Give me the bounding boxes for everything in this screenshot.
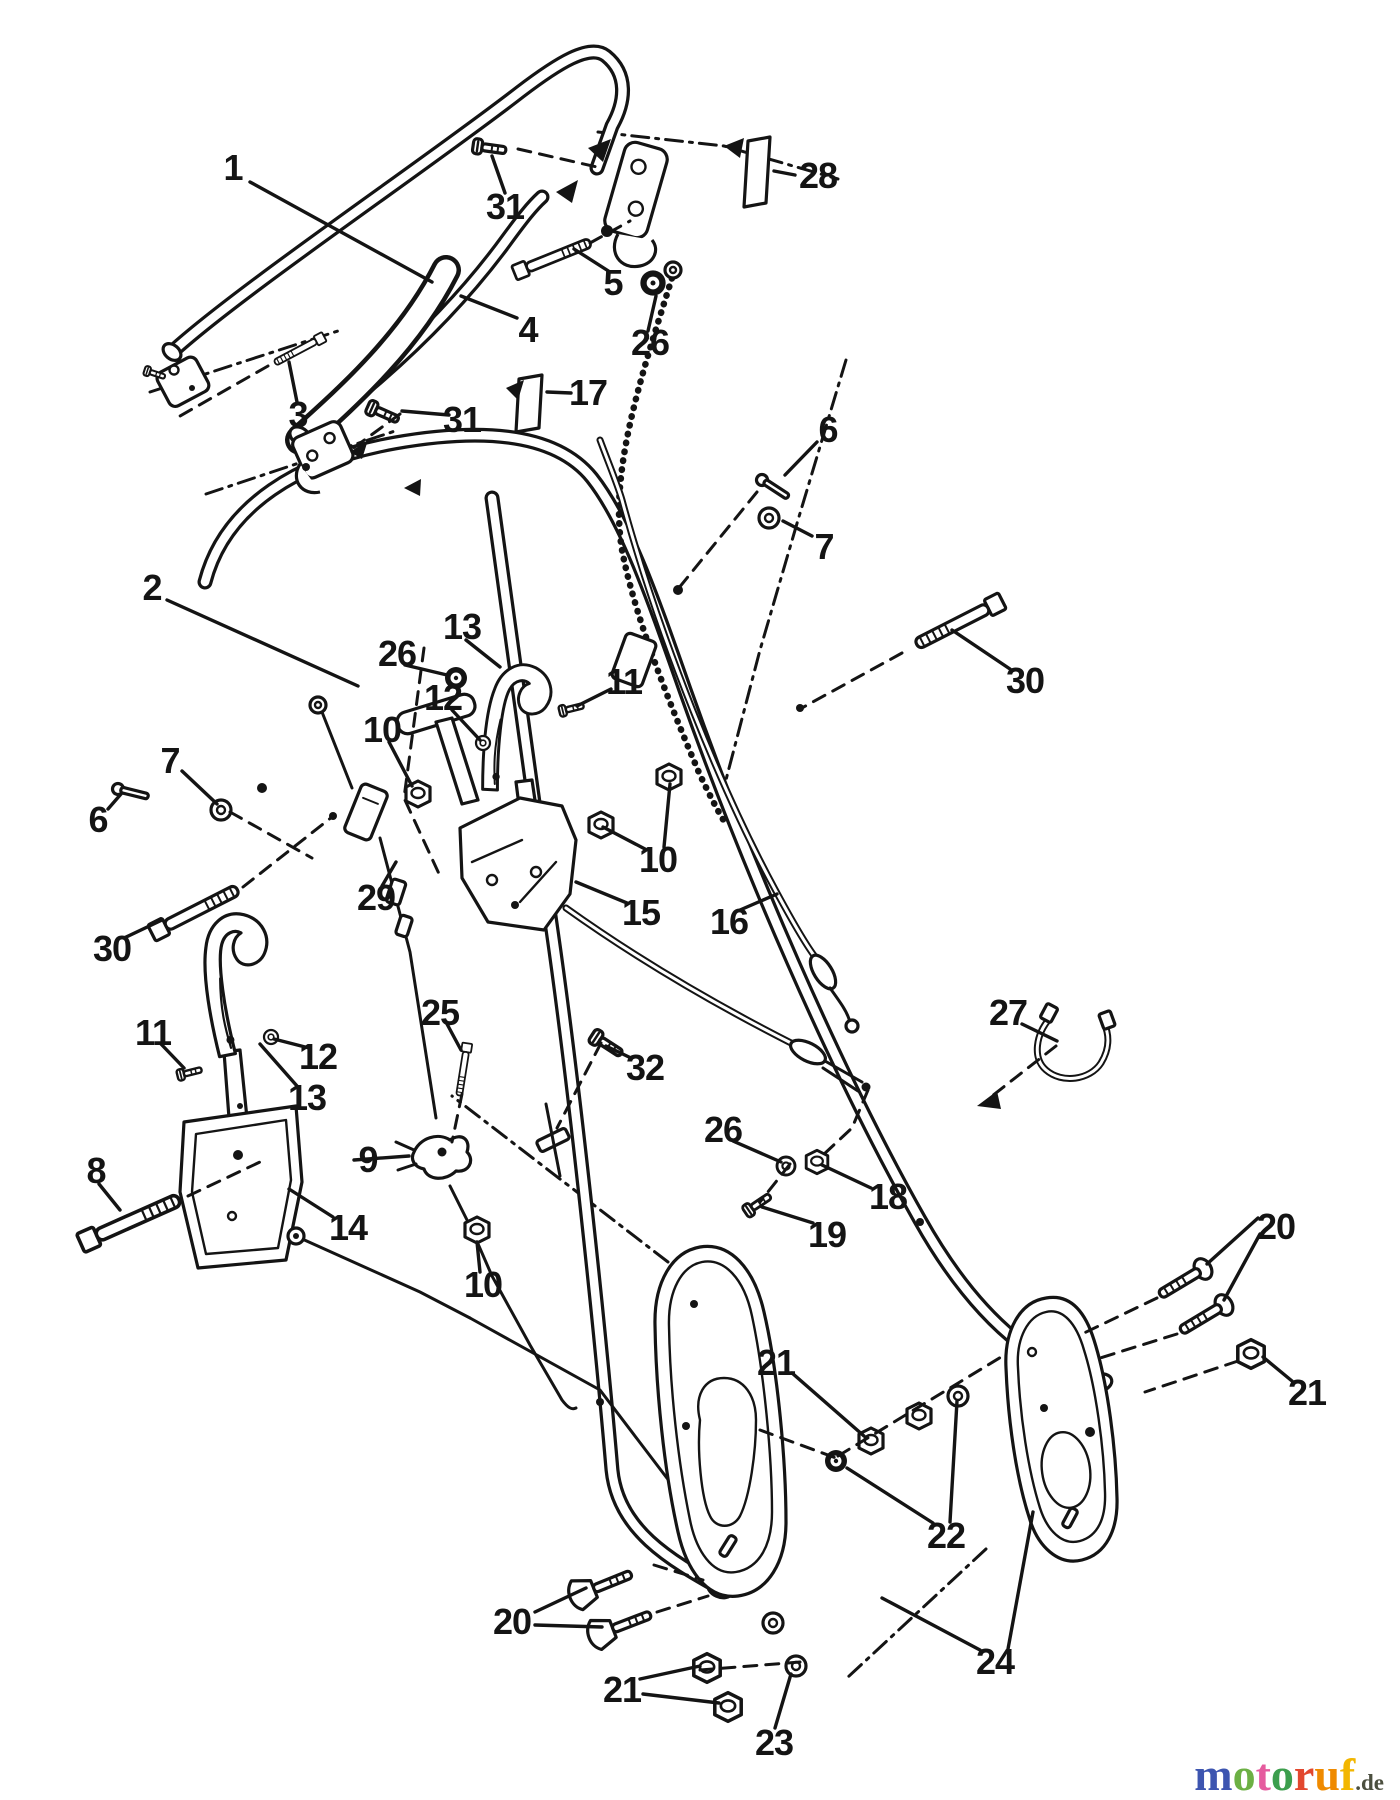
upper-handle-clamp: [601, 140, 669, 269]
part-callout-21: 21: [1287, 1372, 1327, 1413]
part-callout-20: 20: [492, 1601, 532, 1642]
part-callout-24: 24: [975, 1641, 1015, 1682]
motoruf-wordmark: motoruf: [1194, 1749, 1355, 1800]
part-callout-17: 17: [568, 372, 608, 413]
part-callout-20: 20: [1256, 1206, 1296, 1247]
part-callout-10: 10: [362, 709, 402, 750]
part-callout-30: 30: [92, 928, 132, 969]
part-callout-31: 31: [485, 186, 525, 227]
part-callout-2: 2: [142, 567, 162, 608]
part-callout-21: 21: [602, 1669, 642, 1710]
part-callout-9: 9: [358, 1139, 378, 1180]
part-callout-26: 26: [630, 322, 670, 363]
part-callout-21: 21: [756, 1342, 796, 1383]
part-callout-13: 13: [287, 1077, 327, 1118]
part-callout-23: 23: [754, 1722, 794, 1763]
spring-hook-27: [977, 1002, 1117, 1109]
motoruf-letter: m: [1194, 1749, 1233, 1800]
motoruf-letter: u: [1314, 1749, 1340, 1800]
upper-handle-tube: [164, 44, 630, 360]
throttle-cable-16: [596, 436, 860, 1034]
part-callout-8: 8: [86, 1150, 106, 1191]
part-callout-32: 32: [625, 1047, 665, 1088]
assembly-arrow: [588, 139, 611, 162]
assembly-dashes: [178, 147, 1240, 1672]
part-callout-16: 16: [709, 901, 749, 942]
part-callout-7: 7: [160, 740, 180, 781]
part-callout-15: 15: [621, 892, 661, 933]
part-callout-7: 7: [814, 526, 834, 567]
part-callout-26: 26: [377, 633, 417, 674]
part-callout-3: 3: [288, 394, 308, 435]
part-callout-1: 1: [223, 147, 243, 188]
ground-wire: [615, 260, 730, 828]
motoruf-watermark-logo: motoruf.de: [1194, 1752, 1384, 1798]
part-callout-10: 10: [638, 839, 678, 880]
part-callout-10: 10: [463, 1264, 503, 1305]
part-callout-11: 11: [605, 661, 643, 702]
part-callout-29: 29: [356, 877, 396, 918]
motoruf-letter: t: [1255, 1749, 1271, 1800]
handle-grip-tube: [285, 189, 550, 455]
left-handle-end-clamp: [141, 342, 211, 409]
motoruf-letter: r: [1293, 1749, 1315, 1800]
side-cover-left: [653, 1244, 788, 1598]
mount-bracket-14: [178, 1104, 306, 1270]
motoruf-letter: o: [1270, 1749, 1294, 1800]
part-callout-6: 6: [88, 799, 108, 840]
part-callout-25: 25: [420, 992, 460, 1033]
brake-rod-29: [308, 695, 578, 1411]
part-callout-27: 27: [988, 992, 1028, 1033]
part-callout-19: 19: [807, 1214, 847, 1255]
part-callout-14: 14: [328, 1207, 368, 1248]
part-callout-13: 13: [442, 606, 482, 647]
assembly-arrow: [404, 479, 421, 496]
side-cover-right: [1004, 1295, 1119, 1563]
cable-clip-9: [394, 1134, 473, 1180]
motoruf-letter: o: [1232, 1749, 1256, 1800]
part-callout-18: 18: [868, 1176, 908, 1217]
part-callout-6: 6: [818, 409, 838, 450]
part-callout-12: 12: [423, 677, 463, 718]
assembly-arrow: [556, 180, 578, 203]
motoruf-letter: f: [1339, 1749, 1356, 1800]
part-callout-26: 26: [703, 1109, 743, 1150]
spacer-strip-17: [506, 373, 544, 434]
control-bracket-15: [395, 692, 578, 932]
part-callout-22: 22: [926, 1515, 966, 1556]
part-callout-31: 31: [442, 399, 482, 440]
part-callout-30: 30: [1005, 660, 1045, 701]
motoruf-domain-suffix: .de: [1355, 1770, 1384, 1795]
lower-handle-tube: [197, 427, 1114, 1600]
lower-handle-clamp: [288, 420, 355, 495]
callout-leader-lines: [97, 154, 1294, 1730]
assembly-arrow: [350, 440, 368, 459]
part-callout-5: 5: [603, 262, 623, 303]
part-callout-11: 11: [134, 1012, 172, 1053]
drive-cable-with-clevis: [535, 904, 871, 1178]
part-callout-4: 4: [518, 309, 538, 350]
control-lever-left: [203, 912, 269, 1133]
part-callout-28: 28: [798, 155, 838, 196]
spacer-strip-28: [724, 135, 772, 209]
part-callout-12: 12: [298, 1036, 338, 1077]
